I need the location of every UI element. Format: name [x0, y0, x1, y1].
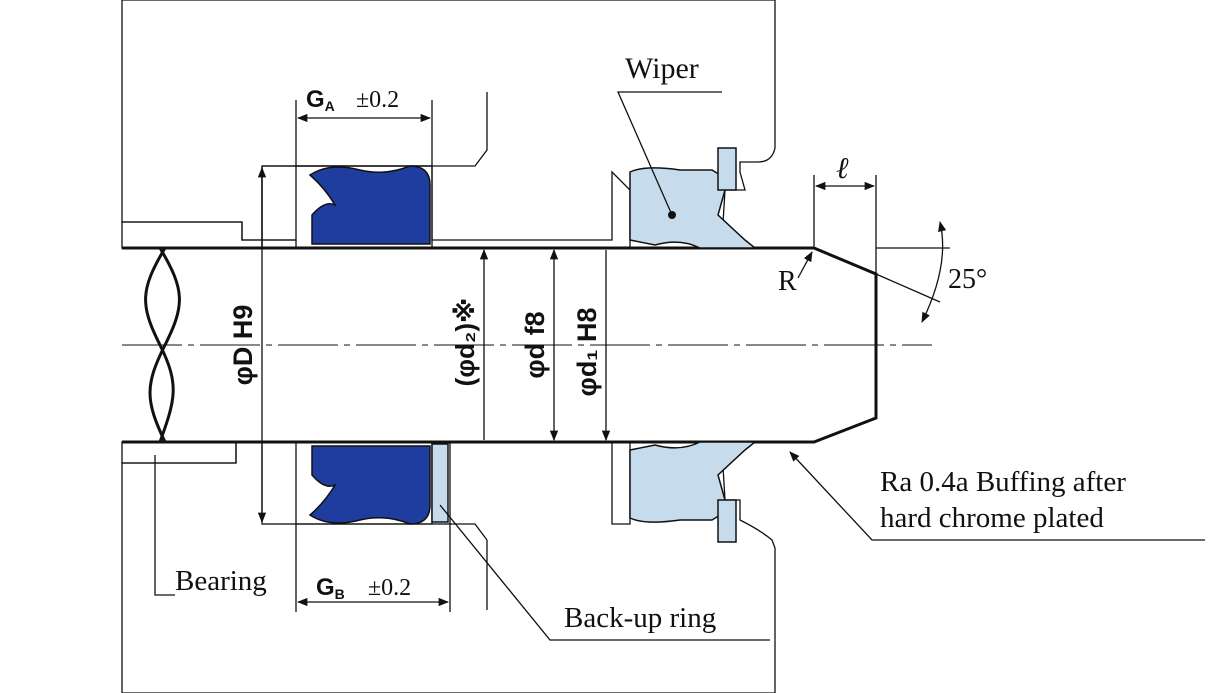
rod-diameter-label: φd f8	[520, 311, 550, 378]
bush-diameter-label: φd₁ H8	[572, 308, 602, 397]
seal-id-label: (φd₂)※	[450, 298, 480, 387]
groove-b-tolerance: ±0.2	[368, 575, 411, 601]
bearing-lower	[121, 441, 237, 464]
wiper-label: Wiper	[625, 52, 699, 85]
u-seal-upper	[308, 165, 431, 245]
bore-diameter-label: φD H9	[228, 305, 258, 386]
surface-finish-line1: Ra 0.4a Buffing after	[880, 466, 1126, 498]
chamfer-angle-label: 25°	[948, 264, 987, 295]
bearing-label: Bearing	[175, 565, 267, 597]
groove-a-sub: A	[325, 98, 335, 114]
u-seal-lower	[308, 445, 431, 525]
chamfer-length-label: ℓ	[836, 152, 849, 185]
groove-a-letter: G	[306, 86, 325, 113]
svg-text:GB: GB	[316, 574, 345, 602]
backup-ring-label: Back-up ring	[564, 602, 716, 634]
groove-a-tolerance: ±0.2	[356, 87, 399, 113]
bearing-upper	[121, 221, 297, 249]
groove-b-letter: G	[316, 574, 335, 601]
surface-finish-line2: hard chrome plated	[880, 502, 1104, 534]
svg-text:GA: GA	[306, 86, 335, 114]
rod	[122, 248, 876, 442]
backup-ring	[431, 443, 449, 523]
groove-b-sub: B	[335, 586, 345, 602]
radius-label: R	[778, 266, 797, 297]
